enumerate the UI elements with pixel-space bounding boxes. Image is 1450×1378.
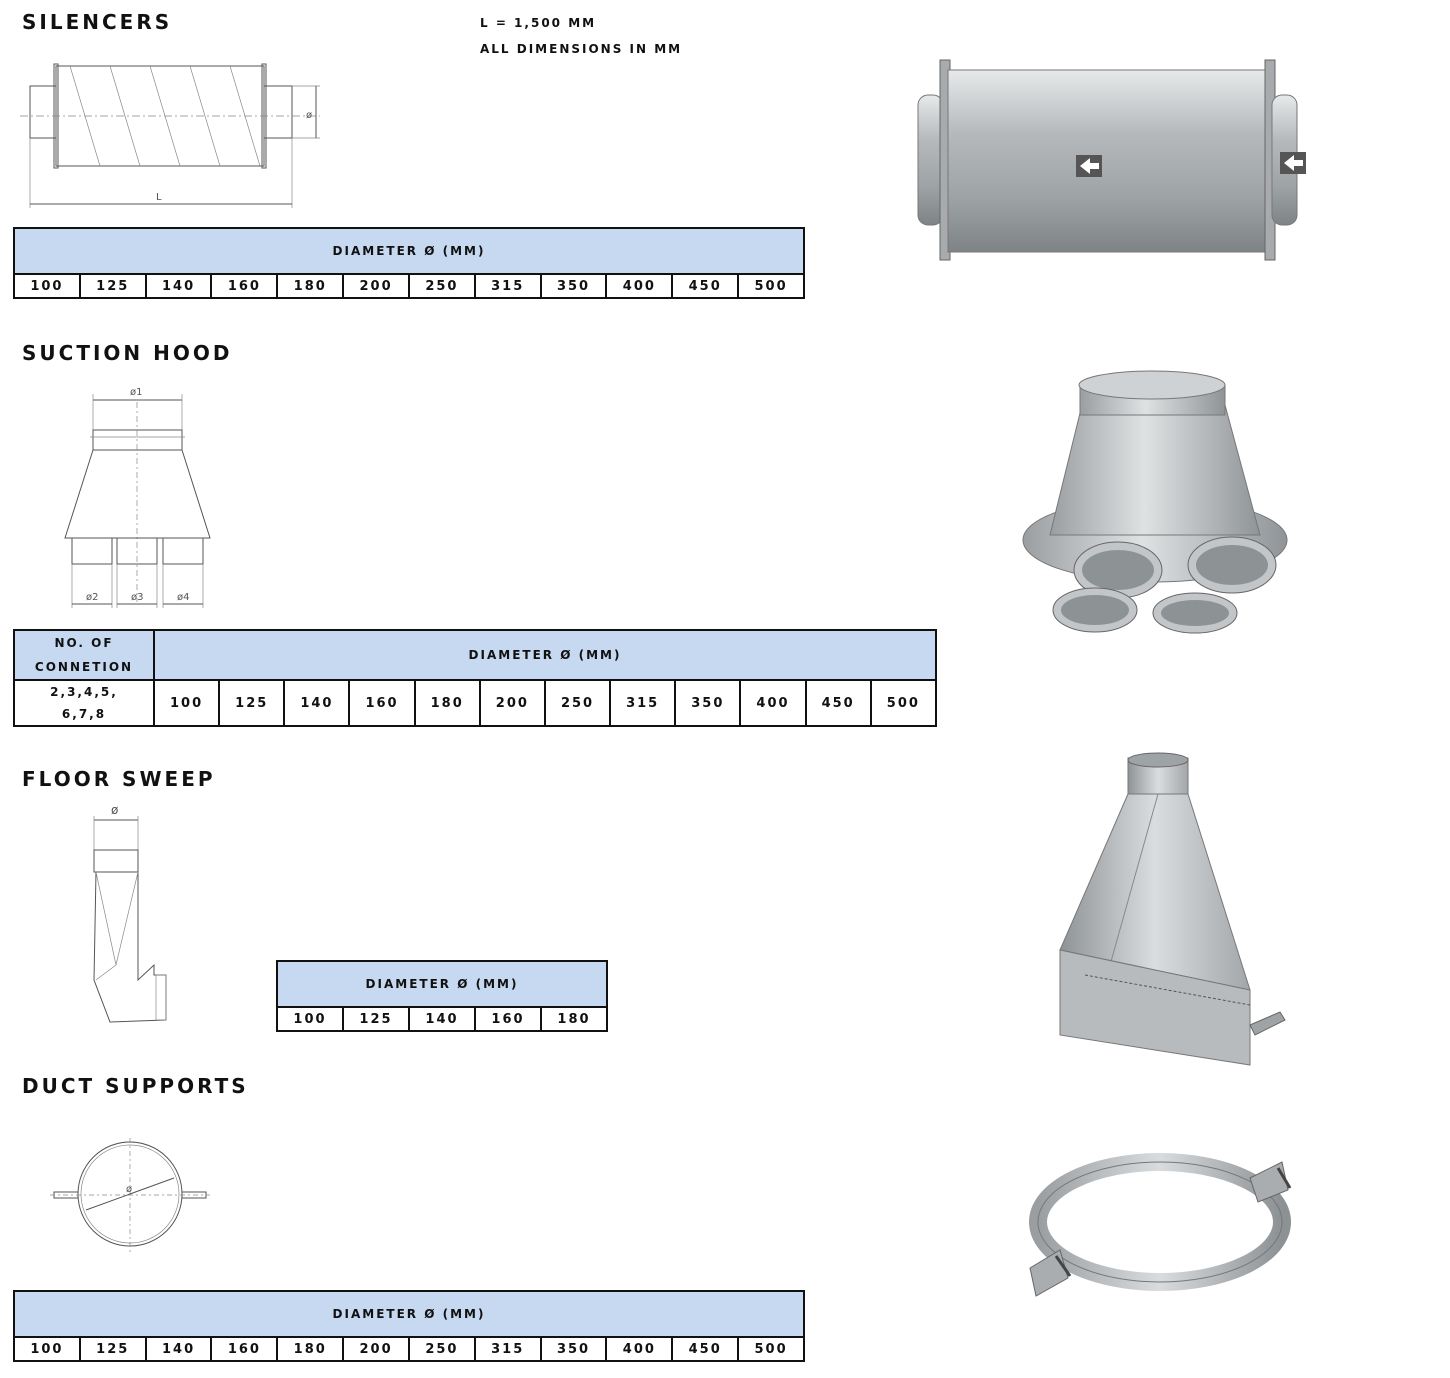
floor-sweep-table: DIAMETER Ø (MM) 100 125 140 160 180 [276, 960, 608, 1032]
connection-values: 2,3,4,5, 6,7,8 [13, 679, 155, 727]
diameter-cell: 180 [413, 679, 481, 727]
silencers-table-header: DIAMETER Ø (MM) [13, 227, 805, 275]
duct-supports-table-header: DIAMETER Ø (MM) [13, 1290, 805, 1338]
silencer-product-image [917, 59, 1306, 261]
diameter-cell: 140 [408, 1006, 476, 1032]
diameter-cell: 350 [539, 273, 608, 299]
diameter-cell: 100 [152, 679, 221, 727]
diameter-cell: 400 [739, 679, 807, 727]
diameter-cell: 315 [473, 273, 542, 299]
diameter-cell: 180 [540, 1006, 608, 1032]
suction-hood-d2-label: ø2 [86, 592, 98, 603]
diameter-cell: 450 [671, 1336, 740, 1362]
duct-support-diameter-label: ø [126, 1184, 132, 1195]
connection-header: NO. OF CONNETION [13, 629, 155, 681]
diameter-cell: 500 [737, 1336, 805, 1362]
silencer-length-label: L [156, 192, 162, 203]
silencers-units-note: ALL DIMENSIONS IN MM [480, 42, 683, 56]
diameter-cell: 450 [671, 273, 740, 299]
floor-sweep-diameter-label: ø [111, 803, 118, 817]
diameter-cell: 160 [474, 1006, 542, 1032]
diameter-cell: 200 [478, 679, 546, 727]
diameter-cell: 160 [210, 273, 279, 299]
diameter-cell: 500 [869, 679, 938, 727]
diameter-cell: 250 [407, 273, 476, 299]
silencer-drawing: ø L [20, 63, 320, 208]
diameter-cell: 160 [210, 1336, 279, 1362]
floor-sweep-product-image [1059, 752, 1286, 1066]
diameter-cell: 125 [342, 1006, 410, 1032]
diameter-cell: 180 [276, 1336, 345, 1362]
diameter-cell: 250 [407, 1336, 476, 1362]
silencers-title: SILENCERS [22, 10, 173, 34]
silencer-diameter-label: ø [306, 110, 312, 121]
diameter-cell: 500 [737, 273, 805, 299]
diameter-cell: 160 [348, 679, 416, 727]
diameter-cell: 200 [342, 273, 410, 299]
diameter-cell: 450 [804, 679, 872, 727]
diameter-cell: 100 [13, 273, 81, 299]
suction-hood-table: NO. OF CONNETION DIAMETER Ø (MM) 2,3,4,5… [13, 629, 938, 727]
floor-sweep-drawing: ø [93, 803, 167, 1023]
suction-hood-drawing: ø1 ø2 ø3 ø4 [64, 387, 211, 608]
suction-hood-d4-label: ø4 [177, 592, 189, 603]
diameter-cell: 140 [144, 1336, 213, 1362]
suction-hood-table-header: DIAMETER Ø (MM) [153, 629, 937, 681]
floor-sweep-table-header: DIAMETER Ø (MM) [276, 960, 608, 1008]
diameter-cell: 350 [674, 679, 742, 727]
silencers-table: DIAMETER Ø (MM) 100 125 140 160 180 200 … [13, 227, 805, 299]
duct-support-product-image [1029, 1153, 1292, 1297]
floor-sweep-title: FLOOR SWEEP [22, 767, 216, 791]
diameter-cell: 315 [609, 679, 677, 727]
diameter-cell: 400 [605, 1336, 674, 1362]
diameter-cell: 100 [13, 1336, 81, 1362]
diameter-cell: 125 [218, 679, 286, 727]
suction-hood-d1-label: ø1 [130, 387, 142, 398]
diameter-cell: 100 [276, 1006, 344, 1032]
silencers-length-note: L = 1,500 MM [480, 16, 597, 30]
diameter-cell: 200 [342, 1336, 410, 1362]
diameter-cell: 250 [543, 679, 612, 727]
suction-hood-title: SUCTION HOOD [22, 341, 233, 365]
diameter-cell: 315 [473, 1336, 542, 1362]
duct-supports-title: DUCT SUPPORTS [22, 1074, 249, 1098]
diameter-cell: 125 [78, 273, 147, 299]
diameter-cell: 140 [283, 679, 351, 727]
diameter-cell: 350 [539, 1336, 608, 1362]
suction-hood-d3-label: ø3 [131, 592, 143, 603]
diameter-cell: 125 [78, 1336, 147, 1362]
diameter-cell: 400 [605, 273, 674, 299]
duct-supports-table: DIAMETER Ø (MM) 100 125 140 160 180 200 … [13, 1290, 805, 1362]
suction-hood-product-image [1022, 370, 1288, 634]
diameter-cell: 180 [276, 273, 345, 299]
duct-support-drawing: ø [50, 1138, 210, 1254]
diameter-cell: 140 [144, 273, 213, 299]
